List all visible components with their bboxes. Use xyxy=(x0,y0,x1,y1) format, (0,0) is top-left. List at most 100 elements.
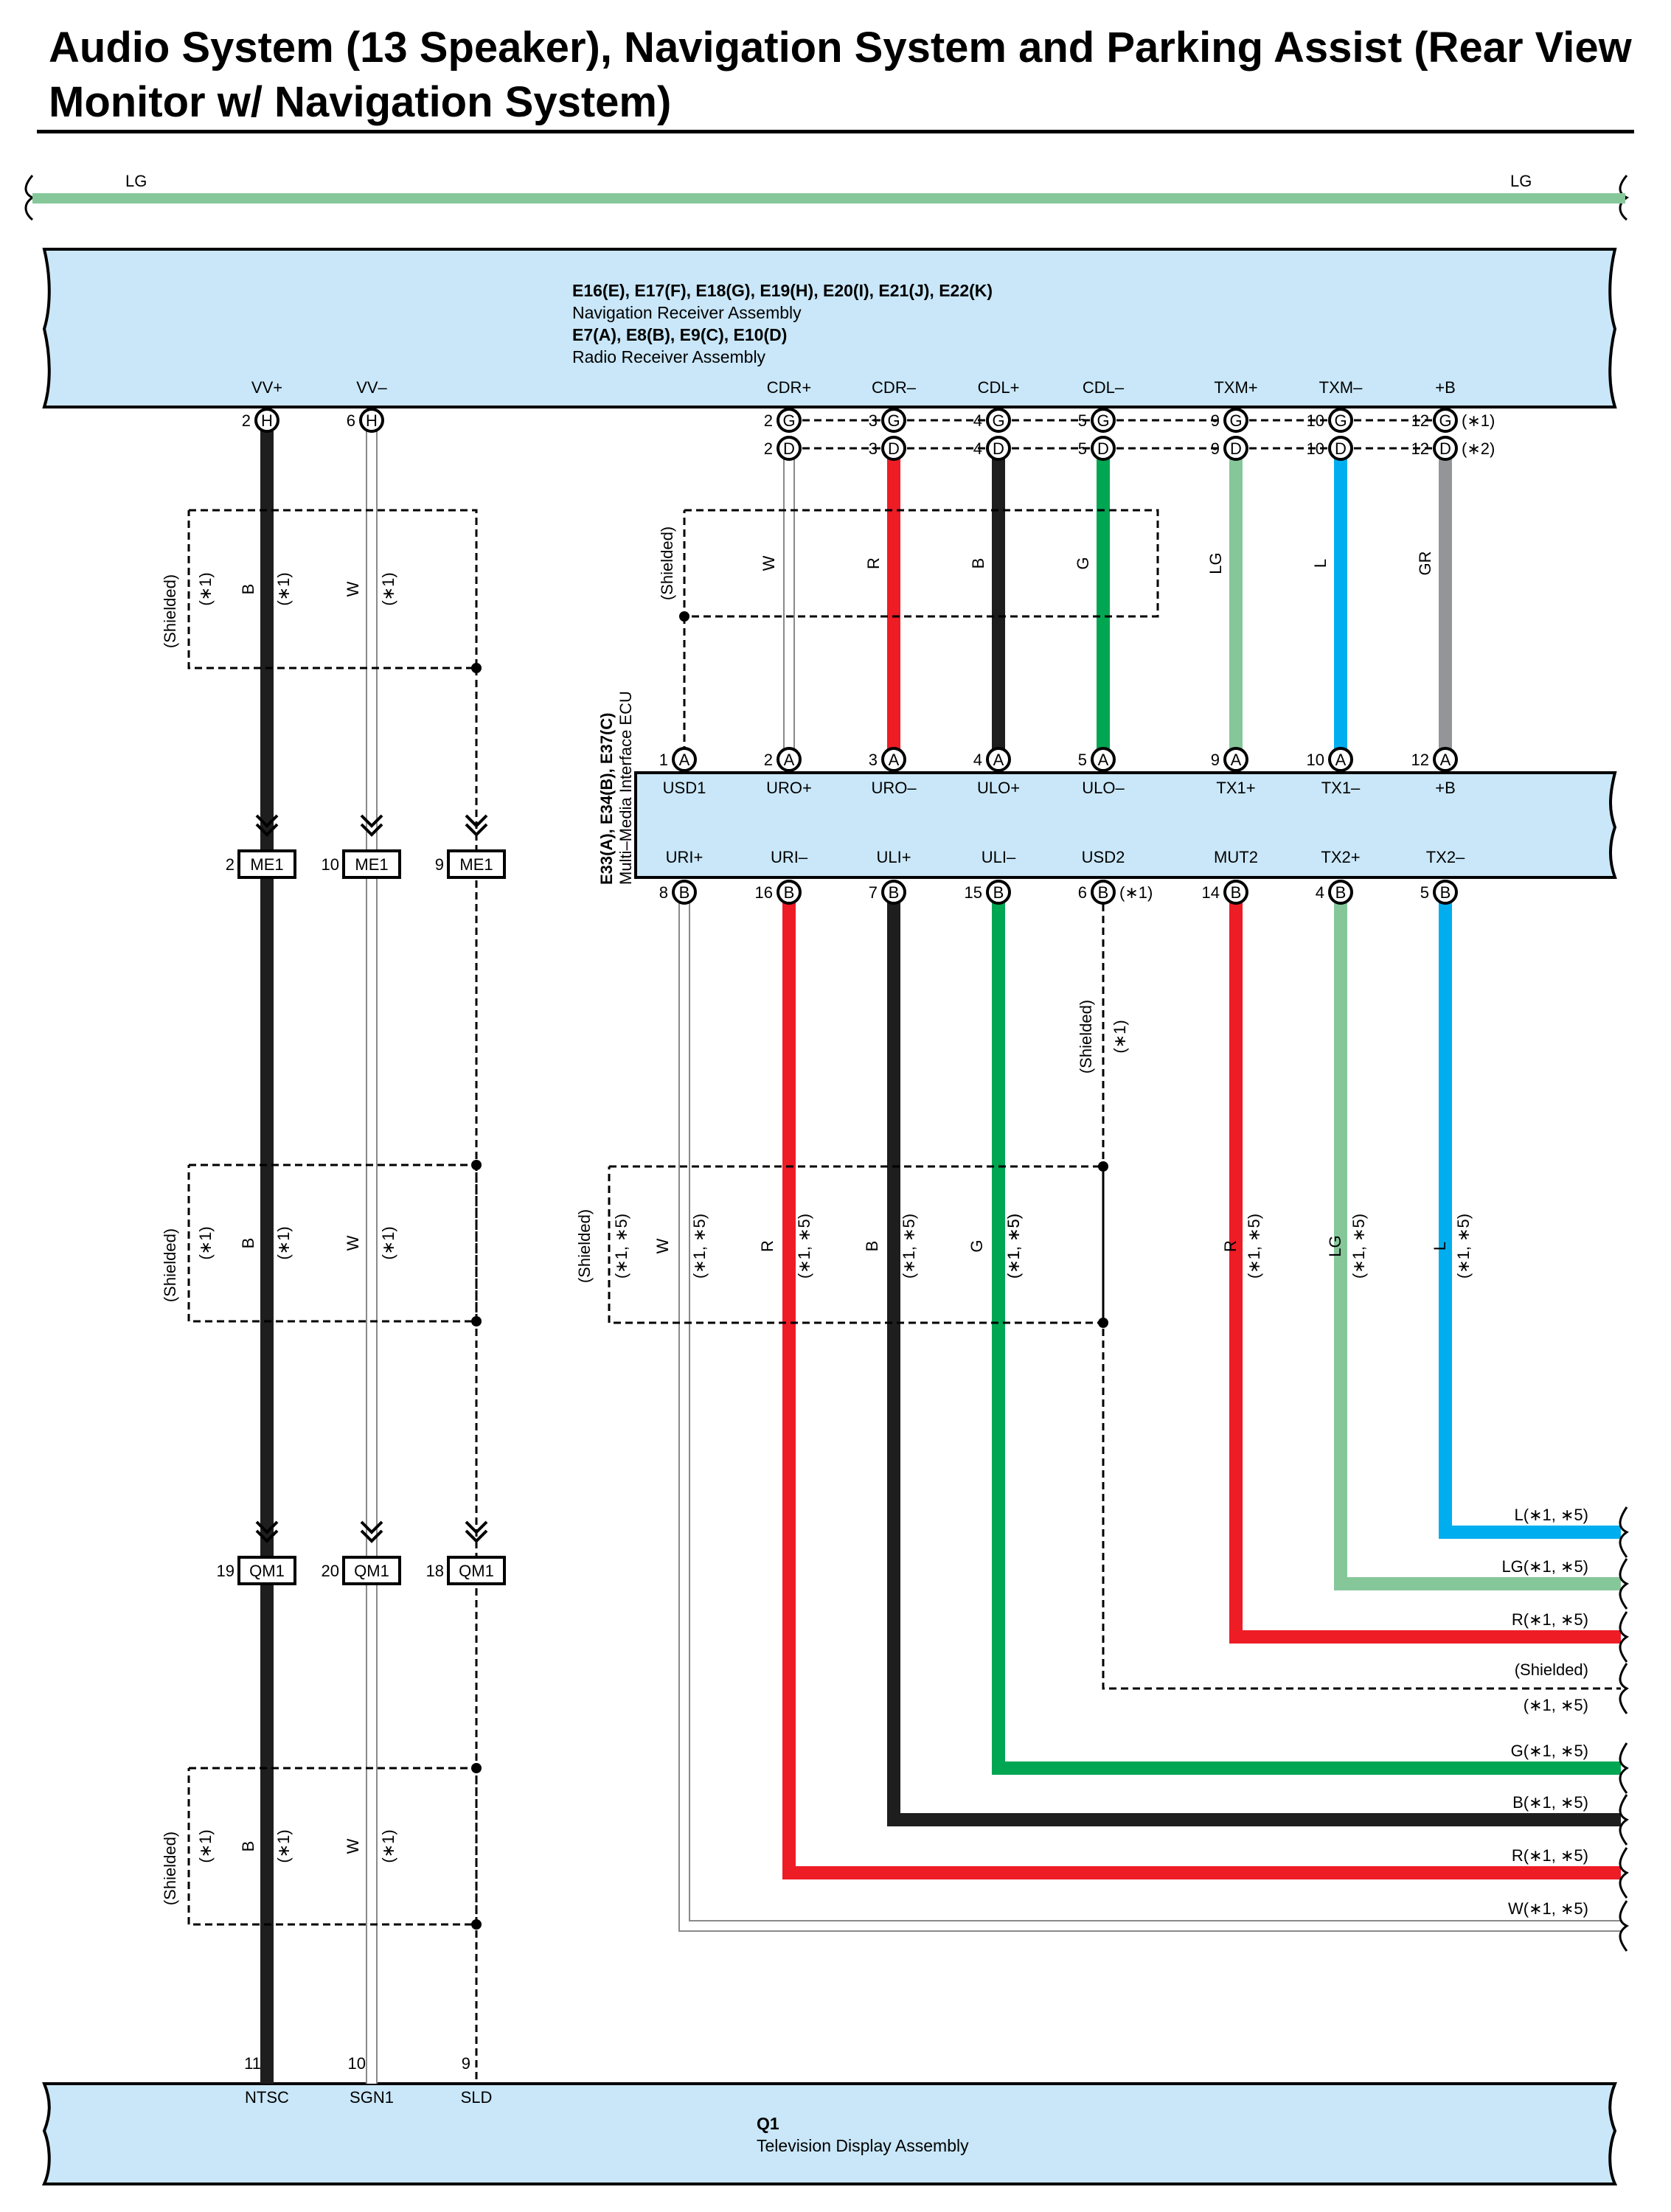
pin-terminal xyxy=(1433,436,1458,461)
pin-note: (∗2) xyxy=(1462,439,1495,458)
wire-end-label: L(∗1, ∗5) xyxy=(1515,1506,1588,1524)
radio-connectors: E7(A), E8(B), E9(C), E10(D) xyxy=(572,325,787,344)
pin-terminal xyxy=(986,880,1011,905)
wire-break-mark xyxy=(1619,1611,1629,1663)
pin-terminal xyxy=(1223,747,1248,772)
connector-chevron xyxy=(255,814,279,828)
wire-end-label: G(∗1, ∗5) xyxy=(1511,1742,1588,1760)
shield-note: (∗1, ∗5) xyxy=(900,1214,918,1279)
pin-number: 10 xyxy=(348,2054,366,2073)
pin-terminal xyxy=(1091,880,1116,905)
pin-connector-letter: G xyxy=(887,411,900,430)
shield-note: (∗1) xyxy=(1111,1020,1129,1053)
shield-box xyxy=(187,509,478,669)
wire-color-label: B xyxy=(969,558,987,569)
pin-number: 3 xyxy=(869,439,878,458)
pin-number: 6 xyxy=(347,411,355,430)
radio-assembly-name: Radio Receiver Assembly xyxy=(572,347,766,366)
splice-dot xyxy=(1098,1318,1108,1328)
pin-name: CDL+ xyxy=(978,378,1020,397)
pin-terminal xyxy=(1223,880,1248,905)
pin-name: NTSC xyxy=(245,2088,289,2107)
nav-assembly-name: Navigation Receiver Assembly xyxy=(572,303,802,322)
pin-connector-letter: D xyxy=(1097,439,1109,458)
shield-label: (Shielded) xyxy=(658,526,676,600)
pin-terminal xyxy=(986,408,1011,433)
splice-dot xyxy=(471,1919,482,1930)
pin-connector-letter: A xyxy=(1440,751,1451,769)
pin-connector-letter: D xyxy=(993,439,1004,458)
junction-pin-number: 10 xyxy=(322,855,339,874)
wire-color-label: B xyxy=(239,1238,257,1249)
pin-connector-letter: G xyxy=(1229,411,1242,430)
wire-end-label: LG(∗1, ∗5) xyxy=(1501,1557,1588,1576)
pin-terminal xyxy=(672,880,697,905)
pin-name: TXM– xyxy=(1319,378,1363,397)
junction-connector xyxy=(342,1556,401,1585)
shield-box xyxy=(187,1164,478,1323)
pin-number: 12 xyxy=(1411,411,1429,430)
wire-color-label: B xyxy=(239,1841,257,1852)
wire-lower xyxy=(887,892,1621,1826)
pin-number: 2 xyxy=(764,439,773,458)
pin-number: 11 xyxy=(244,2054,261,2073)
pin-number: 5 xyxy=(1078,439,1087,458)
shield-note: (∗1) xyxy=(196,572,215,605)
shield-note: (∗1, ∗5) xyxy=(1004,1214,1023,1279)
shields xyxy=(187,509,1159,1930)
pin-connector-letter: G xyxy=(1334,411,1347,430)
junction-pin-number: 19 xyxy=(217,1562,235,1580)
pin-name: MUT2 xyxy=(1214,848,1258,866)
splice-dot xyxy=(471,663,482,673)
wire-color-label: W xyxy=(344,581,362,597)
pin-name: TX2– xyxy=(1426,848,1465,866)
connector-chevron xyxy=(255,1529,279,1543)
pin-connector-letter: D xyxy=(783,439,795,458)
junction-connector xyxy=(447,1556,506,1585)
pin-number: 8 xyxy=(659,883,668,902)
wire-break-mark xyxy=(1619,1663,1629,1714)
wire-color-label: B xyxy=(863,1241,881,1252)
wire-color-label: R xyxy=(1221,1240,1240,1252)
pin-number: 9 xyxy=(1211,751,1220,769)
tv-assembly-name: Television Display Assembly xyxy=(757,2136,969,2155)
splice-dot xyxy=(679,611,689,622)
wire-lower xyxy=(1439,892,1621,1539)
pin-terminal xyxy=(777,880,802,905)
mmi-ecu-box xyxy=(634,771,1617,879)
pin-terminal xyxy=(777,408,802,433)
connector-chevron xyxy=(255,1520,279,1534)
shield-label: (Shielded) xyxy=(575,1209,594,1283)
pin-name: CDR– xyxy=(872,378,917,397)
shield-note: (∗1) xyxy=(379,572,397,605)
pin-number: 9 xyxy=(1211,411,1220,430)
junction-connector-label: ME1 xyxy=(250,855,283,874)
wire-lower xyxy=(782,892,1621,1879)
mmi-connectors: E33(A), E34(B), E37(C) xyxy=(597,712,616,885)
wire-color-label: LG xyxy=(1326,1235,1344,1256)
shield-label: (Shielded) xyxy=(161,574,179,648)
pin-terminal xyxy=(1328,436,1353,461)
wire-color-label: LG xyxy=(1206,552,1225,574)
wire-color-label: W xyxy=(760,555,778,571)
connector-chevron xyxy=(360,814,383,828)
pin-name: TX2+ xyxy=(1321,848,1360,866)
pin-name: TX1– xyxy=(1321,779,1361,797)
junction-connector-label: QM1 xyxy=(459,1562,494,1580)
pin-terminal xyxy=(1433,747,1458,772)
pin-name: TX1+ xyxy=(1216,779,1255,797)
pin-name: SGN1 xyxy=(350,2088,394,2107)
connector-chevron xyxy=(465,814,488,828)
pin-connector-letter: D xyxy=(888,439,900,458)
junction-connector xyxy=(342,849,401,879)
pin-number: 12 xyxy=(1411,439,1429,458)
wire-lower-core xyxy=(680,892,1621,1930)
labels: (Shielded)(∗1)B(∗1)W(∗1)(Shielded)(∗1)B(… xyxy=(161,378,1588,2107)
pin-terminal xyxy=(1433,408,1458,433)
nav-connectors: E16(E), E17(F), E18(G), E19(H), E20(I), … xyxy=(572,281,993,300)
pin-name: ULO– xyxy=(1082,779,1125,797)
pin-terminal xyxy=(881,436,906,461)
pin-name: SLD xyxy=(461,2088,493,2107)
pin-name: ULI+ xyxy=(876,848,911,866)
